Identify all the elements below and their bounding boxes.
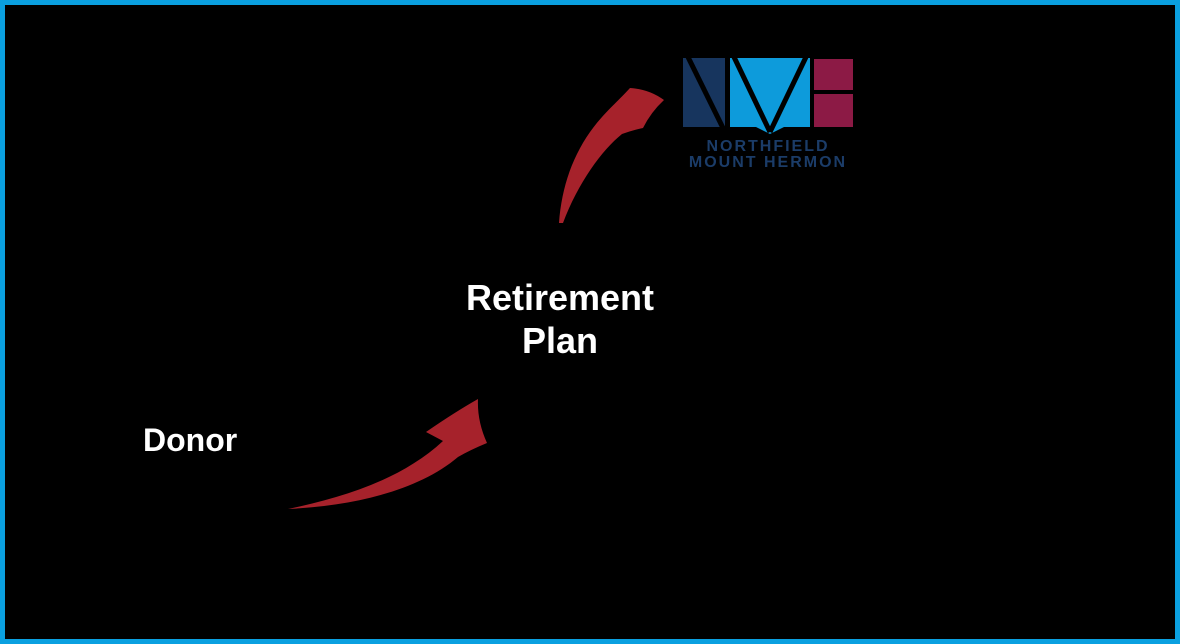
retirement-plan-label: Retirement Plan (410, 276, 710, 362)
nmh-wordmark-line2: MOUNT HERMON (688, 154, 848, 171)
nmh-logo-m-block (730, 58, 810, 127)
nmh-logo-h-block-bottom (814, 94, 853, 127)
retirement-plan-label-line1: Retirement (465, 277, 655, 318)
curved-arrow-donor-to-plan-icon (288, 399, 487, 509)
nmh-logo-m-diagonal-right (767, 55, 809, 134)
nmh-logo-mark (683, 55, 853, 134)
nmh-logo-h-block-top (814, 59, 853, 90)
curved-arrow-plan-to-nmh-icon (559, 88, 664, 223)
nmh-wordmark-line1: NORTHFIELD (706, 138, 830, 155)
nmh-logo-n-diagonal (685, 55, 726, 130)
donor-label: Donor (143, 422, 238, 458)
nmh-logo-m-diagonal-left (731, 55, 773, 134)
retirement-plan-label-line2: Plan (521, 320, 599, 361)
